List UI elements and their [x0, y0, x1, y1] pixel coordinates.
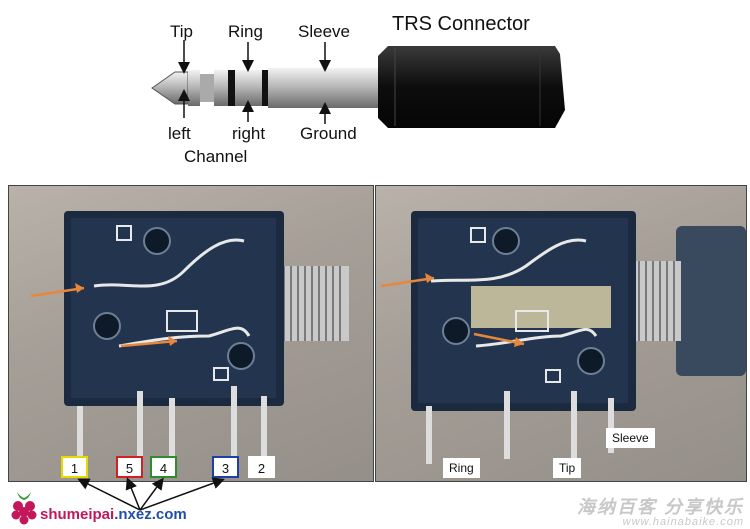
- raspberry-icon: [11, 492, 37, 525]
- brand-text: shumeipai.nxez.com: [40, 506, 187, 523]
- plug-insulator-1: [200, 74, 214, 102]
- pin-1-box: 1: [61, 456, 88, 478]
- plug-insulator-2: [236, 70, 266, 106]
- left-label: left: [168, 124, 191, 143]
- ring-label: Ring: [228, 22, 263, 41]
- threaded-barrel: [279, 266, 349, 341]
- screw: [93, 312, 121, 340]
- plug-ring-band-1: [228, 70, 235, 106]
- right-label: right: [232, 124, 266, 143]
- screw: [143, 227, 171, 255]
- watermark: 海纳百客 分享快乐 www.hainabaike.com: [577, 498, 744, 528]
- plug-tip-body: [188, 70, 200, 106]
- jack-photo-plugged: [375, 185, 747, 482]
- inserted-plug-body: [676, 226, 746, 376]
- trs-plug-drawing: [151, 40, 565, 128]
- pin-5-box: 5: [116, 456, 143, 478]
- watermark-cn: 海纳百客 分享快乐: [576, 497, 744, 517]
- brand-domain: .nxez.com: [114, 506, 187, 523]
- ground-label: Ground: [300, 124, 357, 143]
- plug-body: [378, 46, 565, 128]
- brand-name: shumeipai: [40, 506, 115, 523]
- tip-label: Tip: [170, 22, 193, 41]
- channel-label: Channel: [184, 147, 248, 166]
- jack-photo-unplugged: [8, 185, 374, 482]
- screw: [227, 342, 255, 370]
- jack-illustration-left: [30, 211, 349, 464]
- ring-pin-label: Ring: [443, 458, 480, 478]
- plug-ring-band-2: [262, 70, 268, 106]
- plug-inside: [471, 286, 611, 328]
- connector-title: TRS Connector: [392, 13, 530, 35]
- sleeve-label: Sleeve: [298, 22, 350, 41]
- tip-pin-label: Tip: [553, 458, 582, 478]
- pin-3-box: 3: [212, 456, 239, 478]
- jack-illustration-right: [380, 211, 746, 464]
- pin-2-box: 2: [248, 456, 275, 478]
- pin-4-box: 4: [150, 456, 177, 478]
- sleeve-pin-label: Sleeve: [606, 428, 655, 448]
- plug-tip: [151, 71, 189, 105]
- plug-sleeve: [268, 68, 378, 108]
- watermark-url: www.hainabaike.com: [622, 515, 744, 528]
- pin-connection-arrows: [77, 477, 225, 511]
